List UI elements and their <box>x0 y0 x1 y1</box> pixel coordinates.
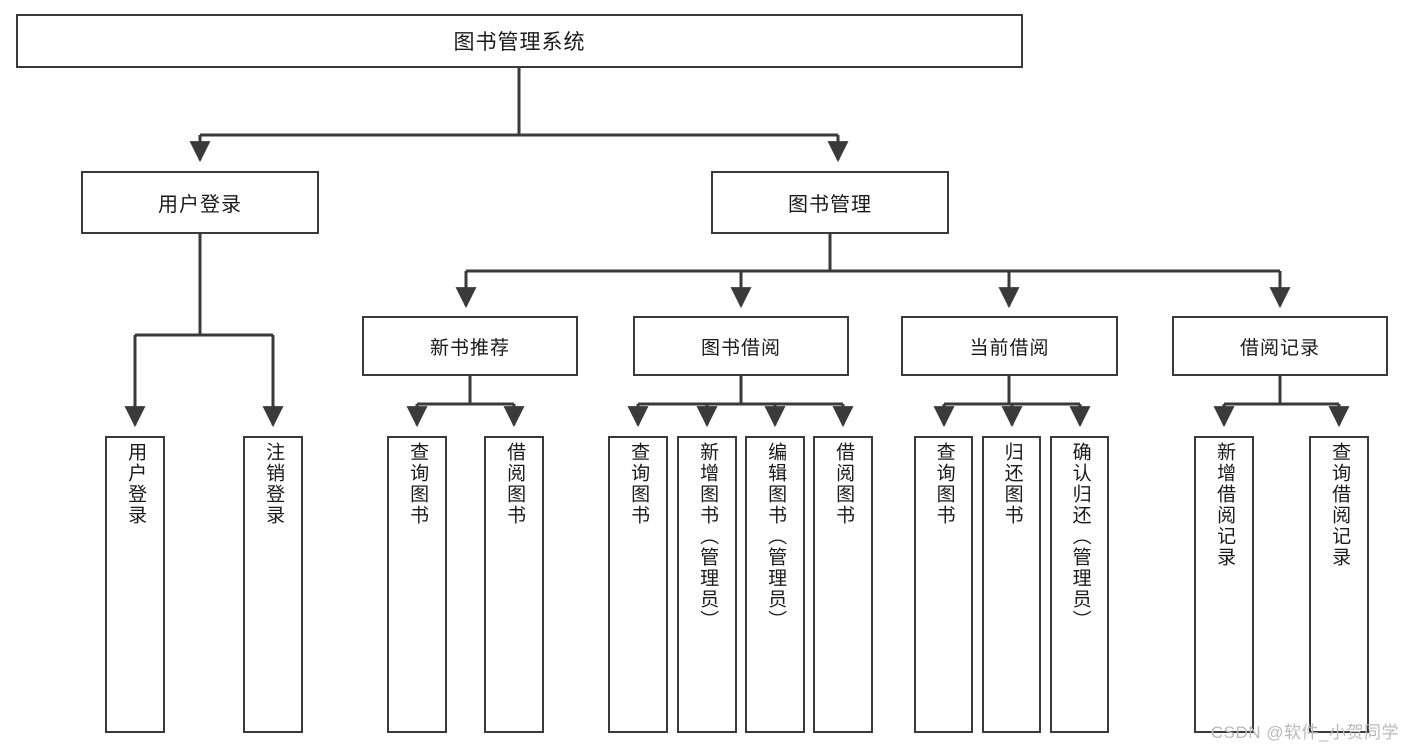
node-user-login-label: 用户登录 <box>158 194 242 216</box>
node-borrow-record-label: 借阅记录 <box>1239 337 1320 359</box>
node-current-borrow-label: 当前借阅 <box>969 337 1050 359</box>
node-borrow-record[interactable]: 借阅记录 <box>1172 316 1388 376</box>
leaf-new-book-0[interactable]: 查询图书 <box>387 436 447 733</box>
leaf-label: 编辑图书（管理员） <box>765 442 787 631</box>
leaf-label: 查询图书 <box>407 442 429 526</box>
leaf-label: 借阅图书 <box>504 442 526 526</box>
leaf-book-borrow-1[interactable]: 新增图书（管理员） <box>677 436 737 733</box>
leaf-current-borrow-0[interactable]: 查询图书 <box>914 436 973 733</box>
leaf-current-borrow-2[interactable]: 确认归还（管理员） <box>1050 436 1109 733</box>
node-current-borrow[interactable]: 当前借阅 <box>901 316 1118 376</box>
leaf-current-borrow-1[interactable]: 归还图书 <box>982 436 1041 733</box>
leaf-label: 借阅图书 <box>833 442 855 526</box>
leaf-new-book-1[interactable]: 借阅图书 <box>484 436 544 733</box>
leaf-book-borrow-0[interactable]: 查询图书 <box>608 436 668 733</box>
node-book-management-label: 图书管理 <box>788 194 872 216</box>
leaf-book-borrow-2[interactable]: 编辑图书（管理员） <box>745 436 805 733</box>
node-book-management[interactable]: 图书管理 <box>711 171 949 234</box>
node-new-book-recommend-label: 新书推荐 <box>429 337 510 359</box>
node-root-label: 图书管理系统 <box>453 31 586 54</box>
leaf-label: 归还图书 <box>1001 442 1023 526</box>
node-book-borrow[interactable]: 图书借阅 <box>633 316 849 376</box>
node-book-borrow-label: 图书借阅 <box>700 337 781 359</box>
leaf-label: 新增图书（管理员） <box>697 442 719 631</box>
leaf-book-borrow-3[interactable]: 借阅图书 <box>813 436 873 733</box>
leaf-borrow-record-0[interactable]: 新增借阅记录 <box>1194 436 1254 733</box>
leaf-label: 查询图书 <box>628 442 650 526</box>
node-root[interactable]: 图书管理系统 <box>16 14 1023 68</box>
node-user-login[interactable]: 用户登录 <box>81 171 319 234</box>
leaf-label: 注销登录 <box>263 442 285 526</box>
leaf-label: 用户登录 <box>125 442 147 526</box>
leaf-label: 查询借阅记录 <box>1329 442 1351 568</box>
leaf-label: 新增借阅记录 <box>1214 442 1236 568</box>
leaf-user-login-0[interactable]: 用户登录 <box>105 436 165 733</box>
watermark: CSDN @软件_小贺同学 <box>1210 723 1399 742</box>
leaf-user-login-1[interactable]: 注销登录 <box>243 436 303 733</box>
leaf-borrow-record-1[interactable]: 查询借阅记录 <box>1309 436 1369 733</box>
leaf-label: 查询图书 <box>933 442 955 526</box>
leaf-label: 确认归还（管理员） <box>1069 442 1091 631</box>
node-new-book-recommend[interactable]: 新书推荐 <box>362 316 578 376</box>
